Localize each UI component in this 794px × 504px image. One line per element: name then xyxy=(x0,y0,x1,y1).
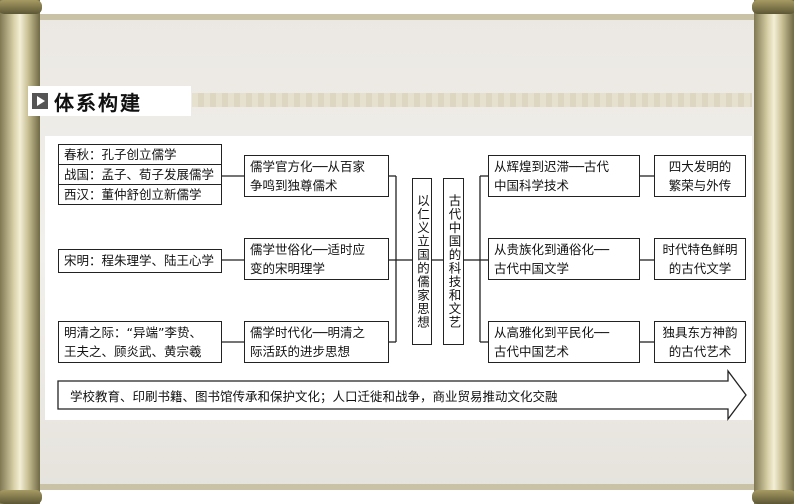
right-mid-box-art-line1: 从高雅化到平民化── xyxy=(494,325,610,340)
left-item-zhanguo: 战国：孟子、荀子发展儒学 xyxy=(59,165,221,185)
scroll-right-rod xyxy=(754,0,794,504)
right-mid-box-art: 从高雅化到平民化── 古代中国艺术 xyxy=(488,321,640,363)
mid-box-official: 儒学官方化──从百家 争鸣到独尊儒术 xyxy=(244,155,389,197)
scroll-knob-top-right xyxy=(752,0,794,14)
scroll-knob-bottom-right xyxy=(752,490,794,504)
mid-box-official-line1: 儒学官方化──从百家 xyxy=(250,159,366,174)
right-box-literature-line1: 时代特色鲜明 xyxy=(662,242,738,257)
scroll-top-edge xyxy=(38,14,756,20)
mid-box-secular: 儒学世俗化──适时应 变的宋明理学 xyxy=(244,238,389,280)
right-mid-box-literature: 从贵族化到通俗化── 古代中国文学 xyxy=(488,238,640,280)
left-group-3: 明清之际：“异端”李贽、 王夫之、顾炎武、黄宗羲 xyxy=(58,321,222,363)
bottom-arrow-text: 学校教育、印刷书籍、图书馆传承和保护文化；人口迁徙和战争，商业贸易推动文化交融 xyxy=(70,389,558,404)
right-box-inventions-line2: 繁荣与外传 xyxy=(668,178,732,193)
left-item-chunqiu: 春秋：孔子创立儒学 xyxy=(59,145,221,165)
right-mid-box-art-line2: 古代中国艺术 xyxy=(494,344,570,359)
right-mid-box-science-line1: 从辉煌到迟滞──古代 xyxy=(494,159,610,174)
decorative-band xyxy=(192,93,752,107)
center-vertical-science-arts: 古代中国的科技和文艺 xyxy=(443,178,464,345)
right-box-literature-line2: 的古代文学 xyxy=(668,261,732,276)
left-item-songming: 宋明：程朱理学、陆王心学 xyxy=(58,249,222,273)
scroll-knob-bottom-left xyxy=(0,490,42,504)
mid-box-modern-line2: 际活跃的进步思想 xyxy=(250,344,351,359)
mid-box-secular-line2: 变的宋明理学 xyxy=(250,261,326,276)
right-box-literature: 时代特色鲜明 的古代文学 xyxy=(654,238,746,280)
scroll-bottom-edge xyxy=(38,484,756,490)
right-mid-box-science-line2: 中国科学技术 xyxy=(494,178,570,193)
right-box-art-line1: 独具东方神韵 xyxy=(662,325,738,340)
right-box-inventions-line1: 四大发明的 xyxy=(668,159,732,174)
left-group-3-line1: 明清之际：“异端”李贽、 xyxy=(64,325,202,340)
right-mid-box-science: 从辉煌到迟滞──古代 中国科学技术 xyxy=(488,155,640,197)
section-title: 体系构建 xyxy=(54,90,142,115)
scroll-knob-top-left xyxy=(0,0,42,14)
scroll-left-rod xyxy=(0,0,40,504)
bottom-arrow-shape xyxy=(57,369,747,421)
left-group-1: 春秋：孔子创立儒学 战国：孟子、荀子发展儒学 西汉：董仲舒创立新儒学 xyxy=(58,144,222,205)
right-mid-box-literature-line2: 古代中国文学 xyxy=(494,261,570,276)
mid-box-official-line2: 争鸣到独尊儒术 xyxy=(250,178,338,193)
right-mid-box-literature-line1: 从贵族化到通俗化── xyxy=(494,242,610,257)
right-box-inventions: 四大发明的 繁荣与外传 xyxy=(654,155,746,197)
center-vertical-confucianism: 以仁义立国的儒家思想 xyxy=(412,178,432,345)
section-header: 体系构建 xyxy=(28,86,191,116)
mid-box-modern: 儒学时代化──明清之 际活跃的进步思想 xyxy=(244,321,389,363)
left-group-3-line2: 王夫之、顾炎武、黄宗羲 xyxy=(64,344,202,359)
right-box-art: 独具东方神韵 的古代艺术 xyxy=(654,321,746,363)
left-item-xihan: 西汉：董仲舒创立新儒学 xyxy=(64,187,202,202)
play-icon xyxy=(32,93,48,109)
mid-box-secular-line1: 儒学世俗化──适时应 xyxy=(250,242,366,257)
right-box-art-line2: 的古代艺术 xyxy=(668,344,732,359)
mid-box-modern-line1: 儒学时代化──明清之 xyxy=(250,325,366,340)
